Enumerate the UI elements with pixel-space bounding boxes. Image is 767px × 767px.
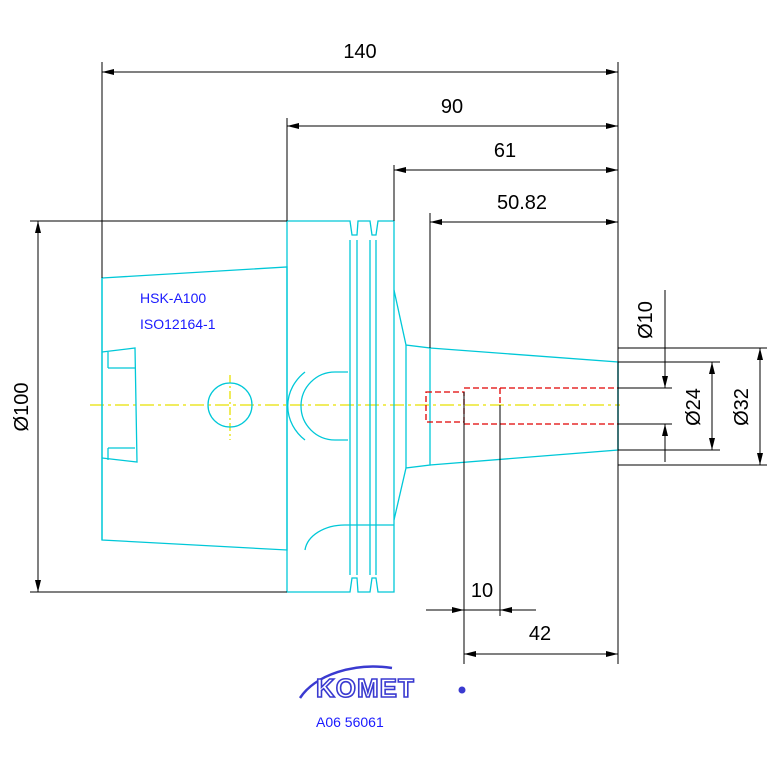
dim-bore-depth: 42	[529, 623, 551, 645]
dim-inner-bore: Ø10	[635, 301, 657, 339]
dim-nose-diameter: Ø32	[731, 388, 753, 426]
logo-dot	[458, 686, 466, 694]
brand-logo: KOMET	[298, 665, 466, 704]
dim-nose-length: 50.82	[497, 192, 547, 214]
dim-flange-length: 90	[441, 96, 463, 118]
taper-type-label: HSK-A100	[140, 290, 206, 306]
dim-bore-depth-step: 10	[471, 580, 493, 602]
dim-collar-length: 61	[494, 140, 516, 162]
brand-name: KOMET	[316, 673, 415, 703]
hidden-bore	[425, 387, 618, 425]
logo-arc	[298, 665, 393, 699]
dim-overall-length: 140	[343, 41, 376, 63]
dim-bore-diameter: Ø24	[683, 388, 705, 426]
tool-outline	[101, 220, 619, 593]
standard-label: ISO12164-1	[140, 316, 216, 332]
dimension-lines	[30, 62, 767, 664]
dim-body-diameter: Ø100	[11, 383, 33, 432]
part-number: A06 56061	[316, 714, 384, 730]
